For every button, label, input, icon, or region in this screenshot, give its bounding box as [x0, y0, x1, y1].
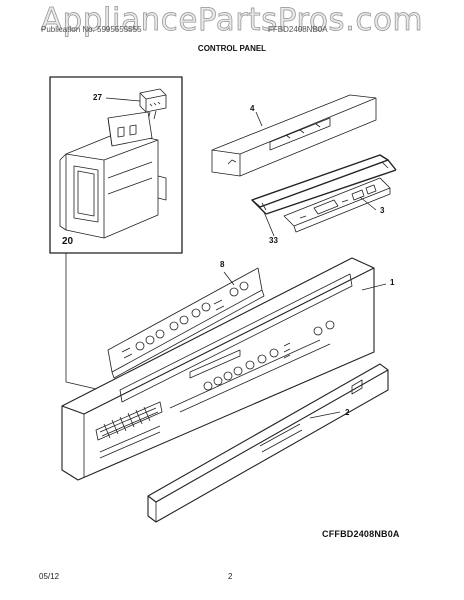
page-title: CONTROL PANEL	[197, 44, 267, 53]
part-8-membrane	[107, 267, 265, 379]
callout-4: 4	[250, 104, 255, 113]
leader-3	[359, 196, 377, 211]
callout-1: 1	[390, 278, 395, 287]
footer-date: 05/12	[39, 572, 60, 581]
page-number: 2	[228, 572, 233, 581]
detail-inset-box	[49, 76, 183, 254]
part-3-board	[283, 177, 391, 233]
callout-8: 8	[220, 260, 225, 269]
watermark-logo: AppliancePartsPros.com	[40, 2, 424, 39]
callout-33: 33	[269, 236, 278, 245]
leader-1	[361, 283, 387, 291]
callout-20: 20	[62, 236, 74, 247]
part-4-bracket	[211, 94, 377, 177]
callout-27: 27	[93, 93, 102, 102]
leader-2	[309, 411, 341, 419]
part-20-housing	[59, 111, 167, 239]
leader-4	[255, 111, 263, 127]
leader-33	[263, 211, 275, 237]
publication-number: Publication No. 5995555555	[41, 25, 142, 34]
callout-3: 3	[380, 206, 385, 215]
part-33-frame	[251, 154, 397, 215]
leader-8	[223, 271, 235, 286]
callout-2: 2	[345, 408, 350, 417]
model-number-header: FFBD2408NB0A	[268, 25, 328, 34]
leader-27	[105, 97, 141, 102]
model-code: CFFBD2408NB0A	[322, 529, 400, 539]
part-1-console	[61, 257, 375, 481]
part-2-door-panel	[147, 363, 389, 523]
